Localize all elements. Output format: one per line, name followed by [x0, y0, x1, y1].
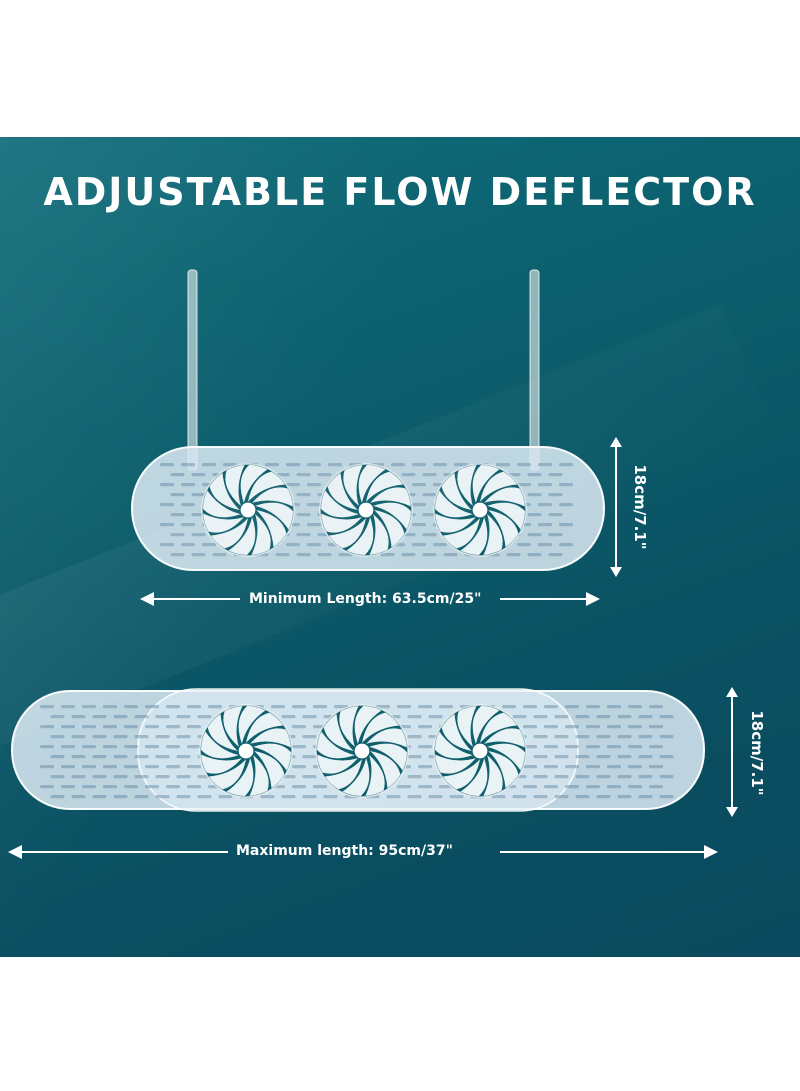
deflector-minimum — [131, 269, 605, 571]
height-arrow-maximum — [726, 687, 738, 817]
length-label-minimum: Minimum Length: 63.5cm/25" — [249, 591, 482, 607]
fan-icon — [433, 704, 527, 798]
fan-icon — [199, 704, 293, 798]
fan-icon — [433, 463, 527, 557]
height-label-maximum: 18cm/7.1" — [748, 710, 766, 796]
fan-icon — [201, 463, 295, 557]
fan-icon — [319, 463, 413, 557]
fan-icon — [315, 704, 409, 798]
product-title: ADJUSTABLE FLOW DEFLECTOR — [43, 170, 757, 214]
length-arrow-maximum — [8, 845, 718, 859]
height-arrow-minimum — [610, 437, 622, 577]
product-panel: ADJUSTABLE FLOW DEFLECTOR 18cm/7.1" Mini… — [0, 137, 800, 957]
length-label-maximum: Maximum length: 95cm/37" — [236, 843, 453, 859]
deflector-maximum — [11, 688, 705, 812]
height-label-minimum: 18cm/7.1" — [631, 464, 649, 550]
